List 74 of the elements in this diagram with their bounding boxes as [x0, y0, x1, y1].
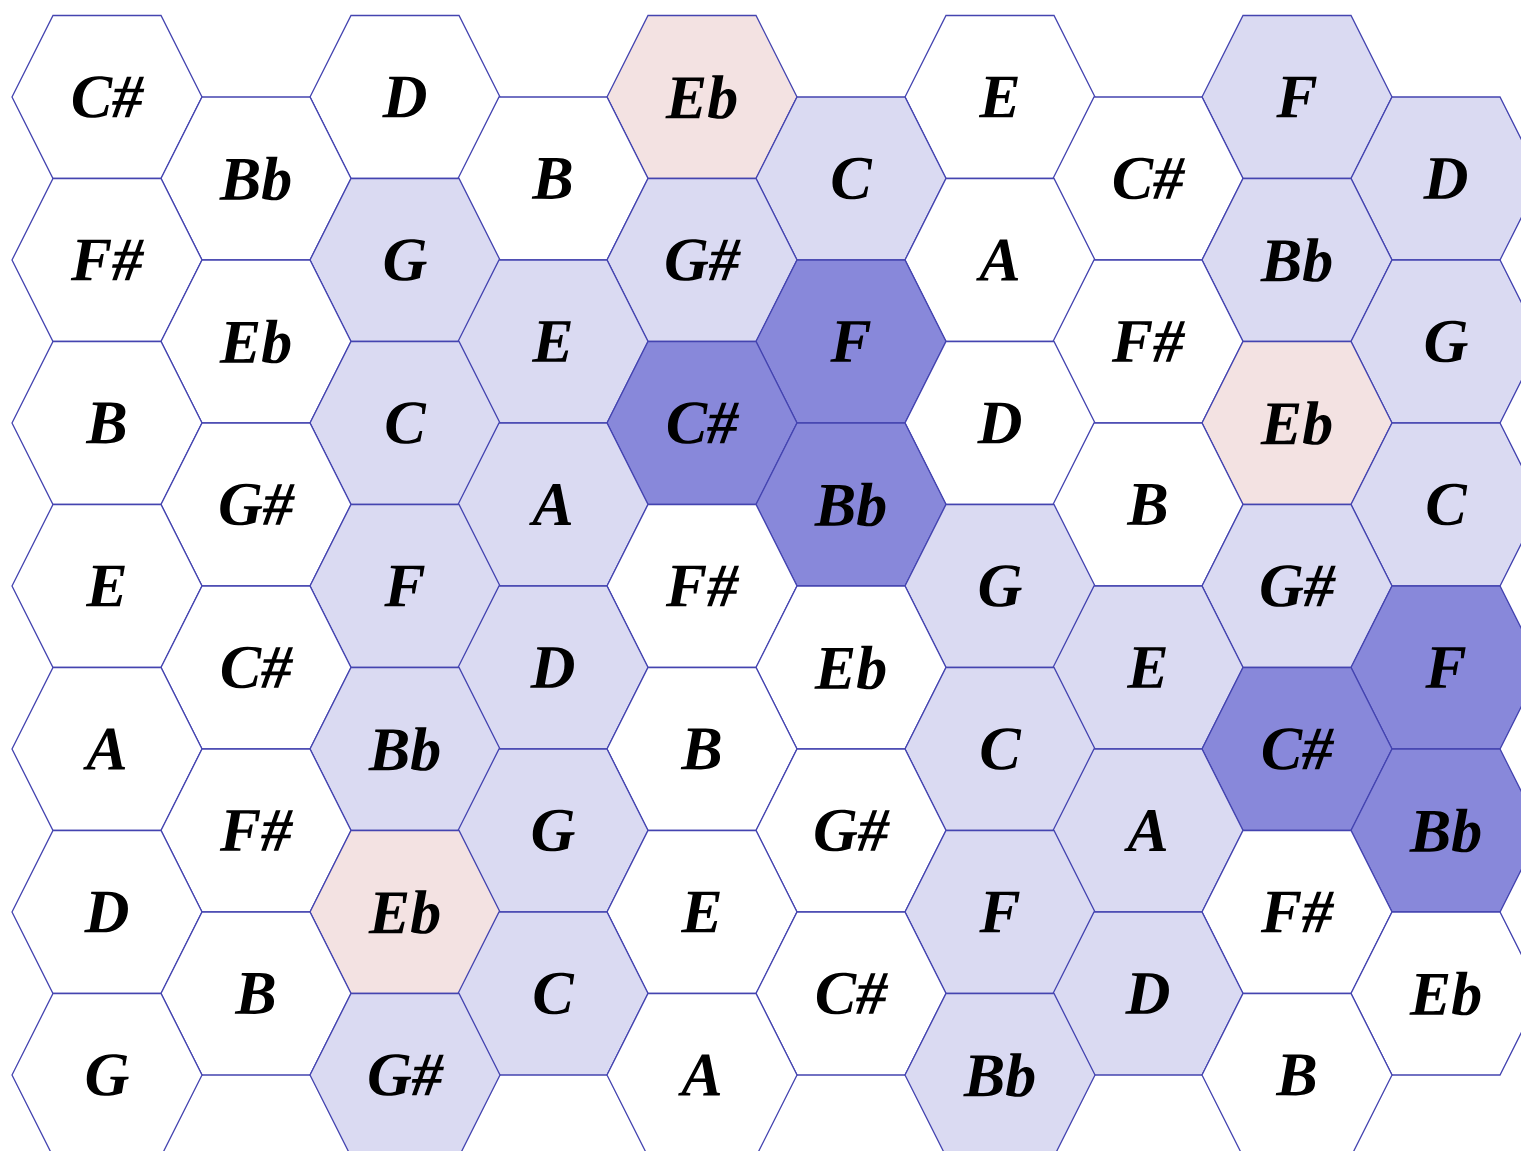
hexagon-cell: D: [11, 829, 203, 995]
hexagon-cell: E: [606, 829, 798, 995]
hexagon-cell: A: [11, 666, 203, 832]
hexagon-cell: F: [309, 503, 501, 669]
hexagon-cell: B: [457, 96, 649, 261]
hexagon-cell: C: [309, 340, 501, 506]
hexagon-cell: G#: [309, 992, 501, 1151]
hexagon-cell: F: [1201, 14, 1393, 180]
hexagon-cell: G: [309, 177, 501, 343]
node-label: Bb: [963, 1053, 1035, 1097]
hexagon-cell: A: [606, 992, 798, 1151]
node-label: B: [1275, 1054, 1316, 1096]
hexagon-cell: Bb: [755, 422, 947, 587]
hexagon-cell: Bb: [1350, 748, 1521, 913]
node-label: A: [678, 1054, 721, 1096]
hexagon-cell: E: [1052, 585, 1244, 750]
hexagon-cell: F#: [1201, 829, 1393, 995]
hexagon-cell: G#: [160, 422, 352, 587]
hexagon-cell: D: [1350, 96, 1521, 261]
node-label: Eb: [1409, 971, 1481, 1016]
hexagon-cell: Eb: [755, 585, 947, 750]
hexagon-cell: A: [1052, 748, 1244, 913]
node-label: G: [86, 1054, 129, 1096]
hexagon-cell: Eb: [606, 14, 798, 180]
hexagon-cell: C#: [1201, 666, 1393, 832]
hexagon-cell: G#: [606, 177, 798, 343]
hexagon-cell: F#: [1052, 259, 1244, 424]
hexagon-cell: Eb: [309, 829, 501, 995]
hexagon-cell: F#: [160, 748, 352, 913]
node-label: F: [1425, 647, 1466, 688]
hexagon-cell: G: [1350, 259, 1521, 424]
hexagon-cell: Bb: [904, 992, 1096, 1151]
hexagon-cell: E: [904, 14, 1096, 180]
hexagon-cell: C: [904, 666, 1096, 832]
hexagon-cell: G: [11, 992, 203, 1151]
hexagon-cell: Eb: [1201, 340, 1393, 506]
hexagon-cell: B: [1201, 992, 1393, 1151]
hexagon-cell: C: [1350, 422, 1521, 587]
hexagon-cell: G#: [1201, 503, 1393, 669]
hexagon-cell: D: [1052, 911, 1244, 1076]
hexagon-cell: Eb: [160, 259, 352, 424]
hexagon-cell: F: [904, 829, 1096, 995]
hexagon-cell: G#: [755, 748, 947, 913]
hexagon-cell: G: [457, 748, 649, 913]
node-label: D: [1423, 158, 1467, 199]
hexagon-cell: D: [457, 585, 649, 750]
hexagon-cell: D: [309, 14, 501, 180]
hexagon-cell: C#: [1052, 96, 1244, 261]
hexagon-cell: Bb: [309, 666, 501, 832]
hexagon-cell: F: [1350, 585, 1521, 750]
hexagon-cell: F: [755, 259, 947, 424]
hexagon-cell: B: [11, 340, 203, 506]
hexagon-cell: C: [457, 911, 649, 1076]
hexagon-cell: Bb: [160, 96, 352, 261]
hexagon-cell: F#: [606, 503, 798, 669]
hexagon-cell: G: [904, 503, 1096, 669]
hexagon-cell: B: [160, 911, 352, 1076]
hexagon-cell: C#: [160, 585, 352, 750]
hexagon-cell: C: [755, 96, 947, 261]
node-label: G: [1425, 320, 1468, 363]
hexagon-cell: Bb: [1201, 177, 1393, 343]
hexagon-cell: D: [904, 340, 1096, 506]
hexagon-cell: A: [904, 177, 1096, 343]
hexagon-cell: E: [11, 503, 203, 669]
hexagon-cell: C#: [755, 911, 947, 1076]
hexagon-cell: A: [457, 422, 649, 587]
hexagon-cell: B: [1052, 422, 1244, 587]
hexagon-cell: C#: [606, 340, 798, 506]
hexagon-cell: B: [606, 666, 798, 832]
hexagon-cell: F#: [11, 177, 203, 343]
hexagon-cell: E: [457, 259, 649, 424]
hexagon-cell: C#: [11, 14, 203, 180]
node-label: G#: [369, 1054, 444, 1096]
hexagon-cell: Eb: [1350, 911, 1521, 1076]
